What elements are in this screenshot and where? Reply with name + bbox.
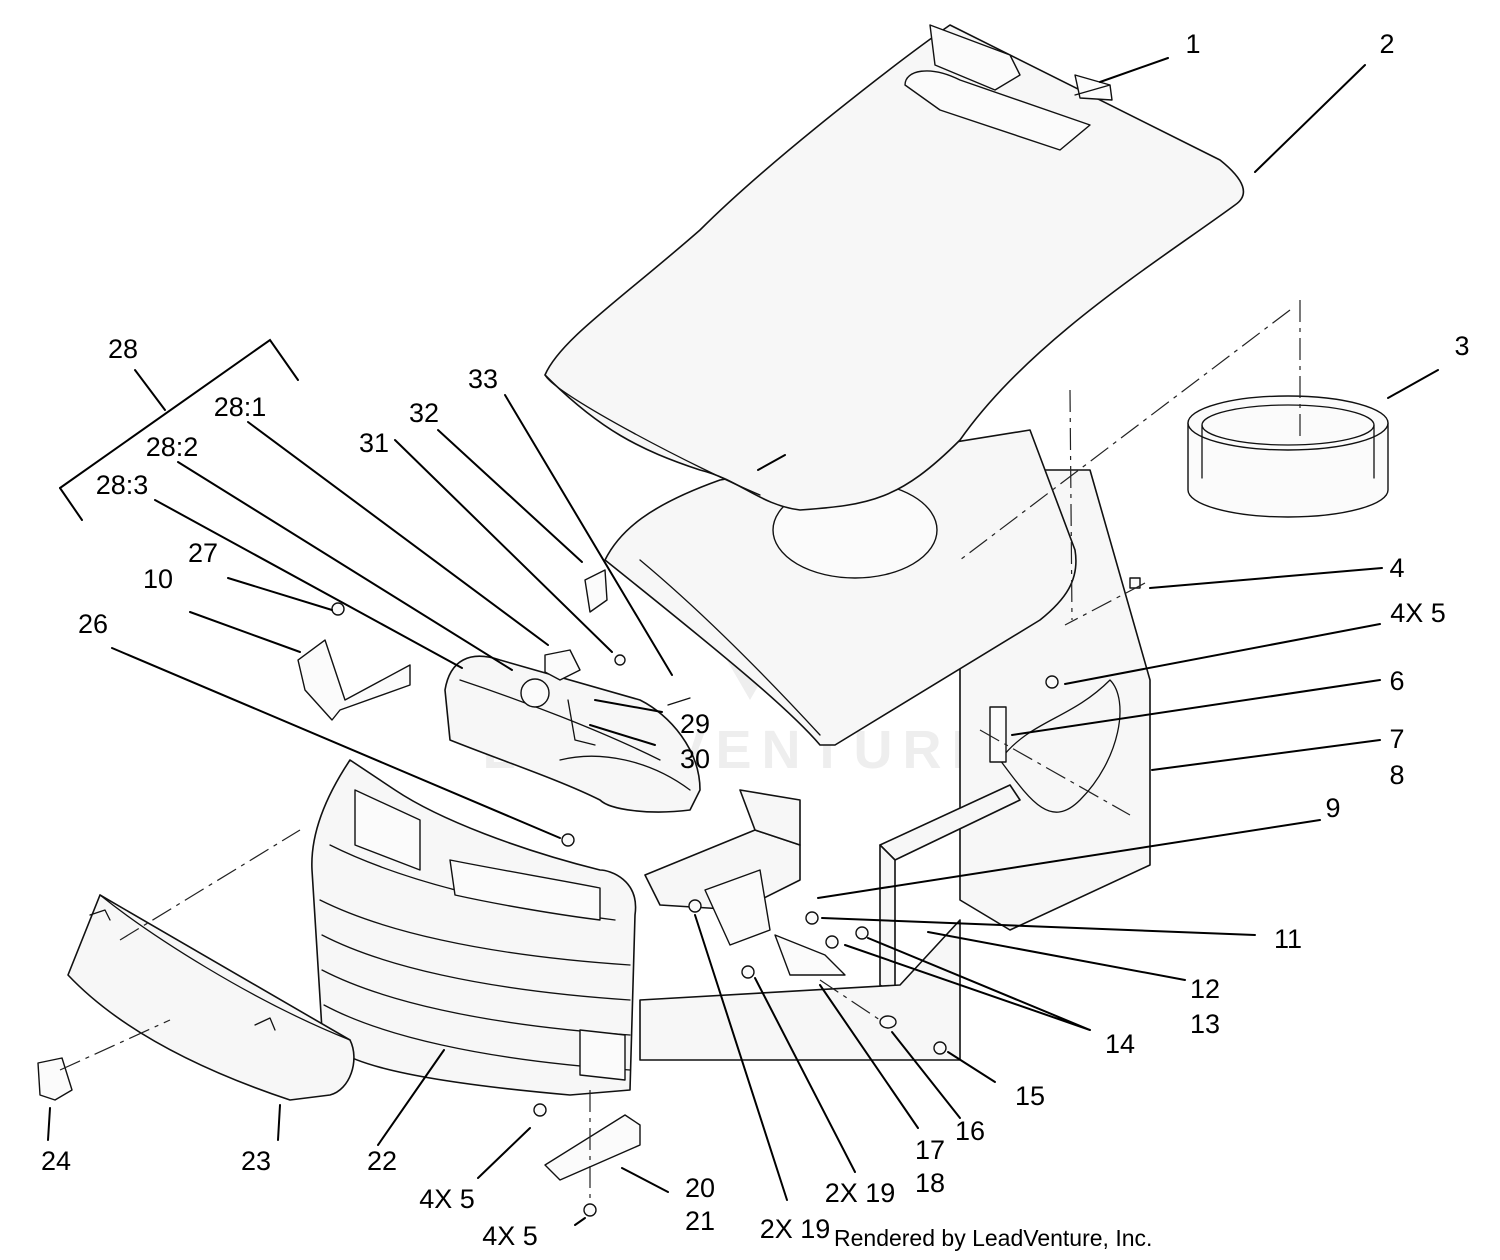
label-21: 21 [685, 1206, 715, 1236]
label-3: 3 [1454, 331, 1469, 361]
label-15: 15 [1015, 1081, 1045, 1111]
label-30: 30 [680, 744, 710, 774]
label-18: 18 [915, 1168, 945, 1198]
part-5-screw [1045, 675, 1059, 689]
part-29-pin [667, 697, 691, 706]
part-20-bracket [544, 1114, 641, 1181]
part-9-bracket [644, 789, 846, 976]
footer-credit: Rendered by LeadVenture, Inc. [834, 1225, 1152, 1251]
part-26-screw [561, 833, 575, 847]
label-23: 23 [241, 1146, 271, 1176]
centerlines [59, 300, 1301, 1200]
part-labels: 1 2 3 4 4X 5 6 7 8 9 10 11 12 13 14 15 1… [41, 29, 1470, 1251]
label-22: 22 [367, 1146, 397, 1176]
part-16-washer [879, 1015, 897, 1029]
label-31: 31 [359, 428, 389, 458]
label-6: 6 [1389, 666, 1404, 696]
label-4x5-bottom: 4X 5 [482, 1221, 538, 1251]
label-8: 8 [1389, 760, 1404, 790]
part-5-screw-3 [583, 1203, 597, 1217]
part-5-screw-2 [533, 1103, 547, 1117]
label-2x19-right: 2X 19 [825, 1178, 896, 1208]
label-33: 33 [468, 364, 498, 394]
part-32-bracket [584, 569, 608, 613]
label-2: 2 [1379, 29, 1394, 59]
label-29: 29 [680, 709, 710, 739]
part-19-nut [741, 965, 755, 979]
label-13: 13 [1190, 1009, 1220, 1039]
part-10-bracket [297, 639, 411, 721]
bulb-icon [520, 678, 550, 708]
label-26: 26 [78, 609, 108, 639]
label-14: 14 [1105, 1029, 1135, 1059]
part-24-emblem [37, 1057, 73, 1101]
part-31-screw [614, 654, 626, 666]
label-7: 7 [1389, 724, 1404, 754]
part-11-bolt [805, 911, 819, 925]
part-14-nut [825, 935, 839, 949]
part-6-pad [989, 706, 1007, 763]
label-4: 4 [1389, 553, 1404, 583]
part-28-light-housing [444, 649, 701, 813]
label-28-2: 28:2 [146, 432, 199, 462]
label-17: 17 [915, 1135, 945, 1165]
part-3-ring [1187, 395, 1389, 518]
part-22-grille [311, 759, 961, 1096]
label-4x5-top: 4X 5 [1390, 598, 1446, 628]
part-23-bumper [67, 894, 355, 1101]
label-28: 28 [108, 334, 138, 364]
label-12: 12 [1190, 974, 1220, 1004]
label-32: 32 [409, 398, 439, 428]
part-12-nut [855, 926, 869, 940]
label-20: 20 [685, 1173, 715, 1203]
label-24: 24 [41, 1146, 71, 1176]
leader-lines [47, 57, 1439, 1226]
label-2x19-bottom: 2X 19 [760, 1214, 831, 1244]
part-30-wire [567, 699, 596, 746]
fasteners [331, 569, 1141, 1217]
label-28-1: 28:1 [214, 392, 267, 422]
label-1: 1 [1185, 29, 1200, 59]
part-15-bolt [933, 1041, 947, 1055]
label-27: 27 [188, 538, 218, 568]
label-16: 16 [955, 1116, 985, 1146]
part-2-hood [544, 24, 1245, 746]
part-19-nut-2 [688, 899, 702, 913]
label-4x5-mid: 4X 5 [419, 1184, 475, 1214]
label-10: 10 [143, 564, 173, 594]
label-28-3: 28:3 [96, 470, 149, 500]
label-9: 9 [1325, 793, 1340, 823]
part-27-clip [331, 602, 345, 616]
label-11: 11 [1274, 924, 1302, 954]
